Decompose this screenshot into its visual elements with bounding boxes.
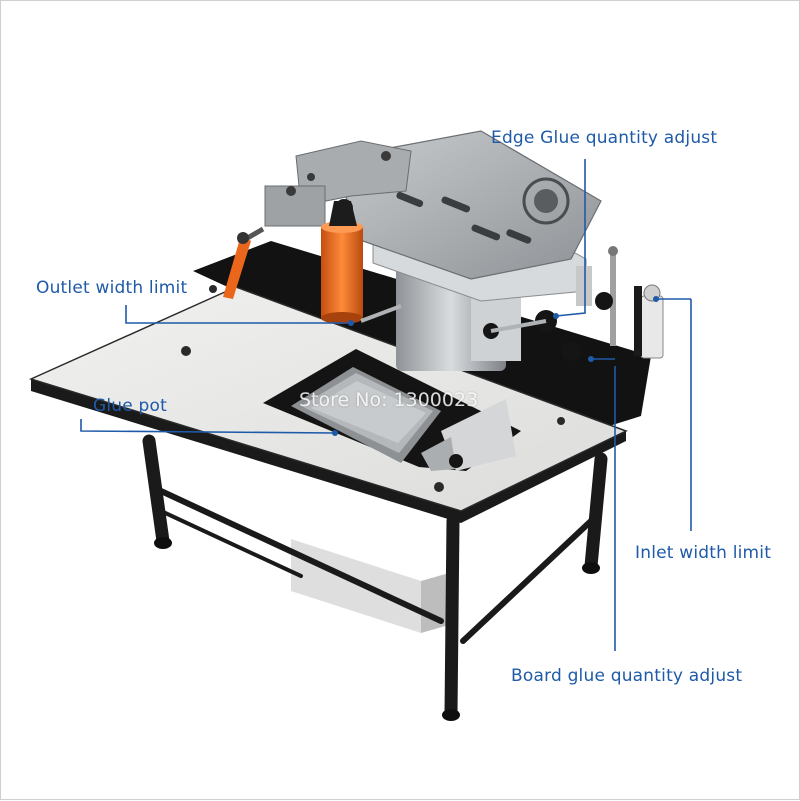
label-inlet-width-limit: Inlet width limit (635, 543, 772, 563)
guide-plate (441, 399, 516, 471)
orange-glue-roller (321, 199, 363, 324)
watermark-text: Store No: 1300023 (299, 389, 479, 411)
leg-foot (154, 537, 172, 549)
label-edge-glue-quantity: Edge Glue quantity adjust (491, 128, 718, 148)
label-glue-pot: Glue pot (93, 396, 167, 416)
label-board-glue-quantity: Board glue quantity adjust (511, 666, 743, 686)
adjust-knobs (360, 292, 613, 468)
glue-pot (291, 367, 441, 463)
clamp-lever (223, 226, 265, 299)
leg-foot (582, 562, 600, 574)
label-outlet-width-limit: Outlet width limit (36, 278, 188, 298)
callout-lines (80, 159, 692, 651)
table-legs (142, 434, 608, 720)
leg-foot (442, 709, 460, 721)
callout-dots (332, 296, 659, 436)
machine-head (264, 130, 602, 371)
table-screws (181, 285, 565, 492)
guide-plate (421, 437, 456, 471)
